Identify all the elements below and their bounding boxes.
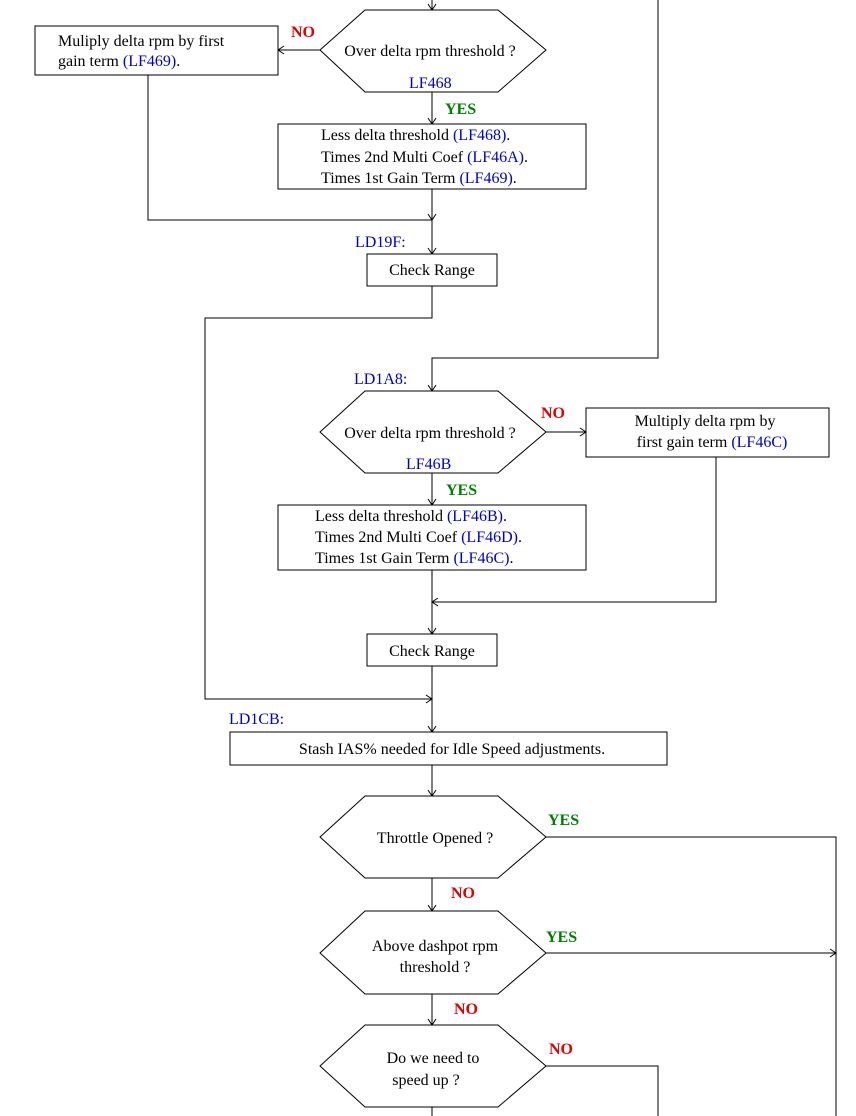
box-text: Check Range <box>389 643 475 660</box>
connector-right-loop <box>431 0 659 391</box>
connector-b4-merge <box>432 457 717 603</box>
box-check-range-2: Check Range <box>366 633 498 667</box>
box-less-delta-threshold-2: Less delta threshold (LF46B). Times 2nd … <box>277 504 587 571</box>
decision-over-delta-rpm-1: Over delta rpm threshold ? <box>319 9 547 93</box>
label-ld1a8: LD1A8: <box>354 371 407 388</box>
label-lf468: LF468 <box>409 75 452 92</box>
branch-no-label: NO <box>454 1001 478 1018</box>
box-multiply-first-gain-2: Multiply delta rpm by first gain term (L… <box>585 407 830 458</box>
reference-lf469: (LF469) <box>123 53 176 70</box>
arrowhead <box>431 597 439 607</box>
box-line: Times 2nd Multi Coef (LF46D). <box>315 529 522 546</box>
box-text: Check Range <box>389 262 475 279</box>
box-less-delta-threshold-1: Less delta threshold (LF468). Times 2nd … <box>277 123 587 190</box>
decision-text: Throttle Opened ? <box>377 830 493 847</box>
box-line: Multiply delta rpm by <box>635 413 776 430</box>
box-line: Less delta threshold (LF46B). <box>315 508 507 525</box>
branch-no-label: NO <box>451 885 475 902</box>
connector-b1-merge <box>147 75 432 221</box>
box-text: Stash IAS% needed for Idle Speed adjustm… <box>299 741 605 758</box>
connector-d3-yes <box>546 836 837 1116</box>
label-ld19f: LD19F: <box>355 234 406 251</box>
arrowhead <box>829 948 837 958</box>
box-stash-ias: Stash IAS% needed for Idle Speed adjustm… <box>229 731 668 766</box>
box-line: gain term (LF469). <box>58 53 180 70</box>
box-line: Times 2nd Multi Coef (LF46A). <box>321 149 528 166</box>
decision-line: speed up ? <box>392 1072 460 1089</box>
connector-d5-no <box>546 1065 659 1116</box>
decision-text: Over delta rpm threshold ? <box>344 43 516 60</box>
label-ld1cb: LD1CB: <box>229 711 284 728</box>
box-check-range-1: Check Range <box>366 253 498 287</box>
label-lf46b: LF46B <box>406 456 451 473</box>
decision-text: Over delta rpm threshold ? <box>344 425 516 442</box>
connector-b3-bypass <box>204 286 433 700</box>
connectors <box>147 0 837 1116</box>
branch-yes-label: YES <box>548 812 579 829</box>
decision-line: Above dashpot rpm <box>372 938 499 955</box>
branch-yes-label: YES <box>445 101 476 118</box>
decision-over-delta-rpm-2: Over delta rpm threshold ? <box>319 390 547 474</box>
box-line: first gain term (LF46C) <box>637 434 788 451</box>
box-multiply-first-gain: Muliply delta rpm by first gain term (LF… <box>34 25 279 76</box>
branch-yes-label: YES <box>446 482 477 499</box>
decision-line: threshold ? <box>400 959 471 976</box>
branch-no-label: NO <box>549 1041 573 1058</box>
box-line: Times 1st Gain Term (LF469). <box>321 170 517 187</box>
decision-speed-up: Do we need to speed up ? <box>319 1024 547 1108</box>
box-line: Times 1st Gain Term (LF46C). <box>315 550 513 567</box>
branch-yes-label: YES <box>546 929 577 946</box>
branch-no-label: NO <box>541 405 565 422</box>
box-line: Muliply delta rpm by first <box>58 33 225 50</box>
box-line: Less delta threshold (LF468). <box>321 127 510 144</box>
decision-line: Do we need to <box>387 1050 480 1067</box>
branch-no-label: NO <box>291 24 315 41</box>
arrowhead <box>427 213 437 221</box>
reference-lf46c: (LF46C) <box>731 434 787 451</box>
decision-above-dashpot: Above dashpot rpm threshold ? <box>319 910 547 995</box>
decision-throttle-opened: Throttle Opened ? <box>319 795 547 879</box>
